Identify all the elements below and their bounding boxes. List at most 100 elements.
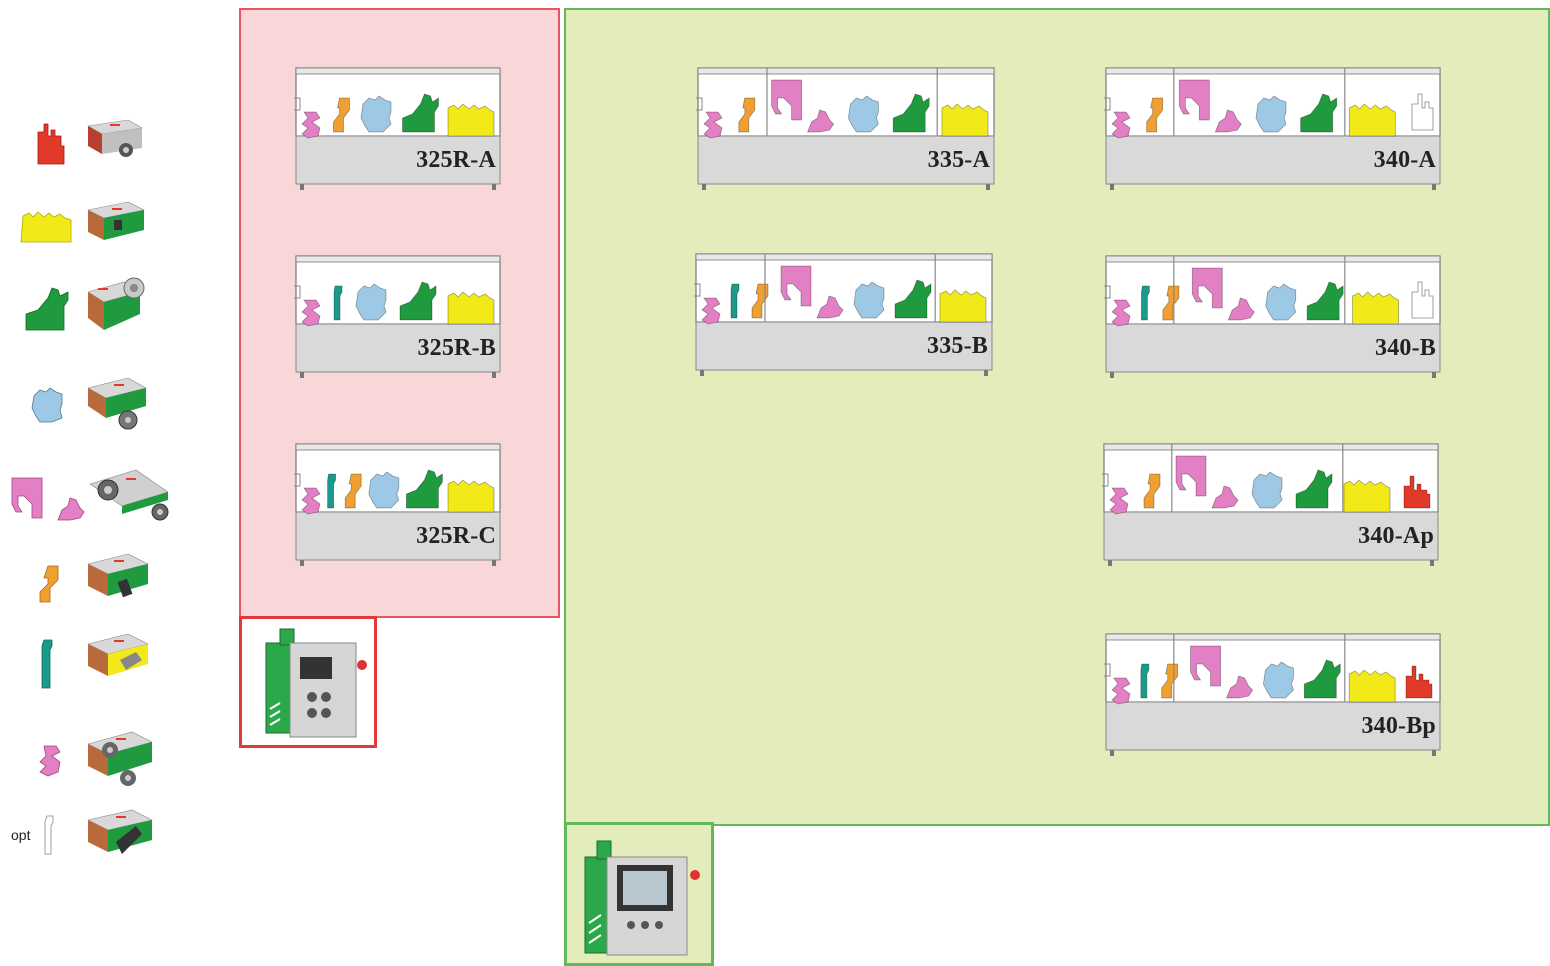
- unit-fine-icon: [1265, 283, 1297, 321]
- machine-top-rail: [697, 67, 995, 75]
- machine-infeed: [696, 97, 703, 111]
- unit-end-icon: [1405, 665, 1433, 699]
- unit-corner-icon: [894, 279, 932, 319]
- unit-buff-icon: [1140, 663, 1150, 699]
- buffing-icon: [41, 639, 53, 689]
- machine-label: 340-Ap: [1358, 523, 1434, 549]
- machine-325R-C: 325R-C: [292, 440, 504, 568]
- machine-top-rail: [295, 443, 501, 451]
- optional-unit-icon: [44, 815, 54, 855]
- unit-fine-icon: [1255, 95, 1287, 133]
- machine-foot: [300, 184, 304, 190]
- machine-foot: [300, 560, 304, 566]
- machine-label: 325R-B: [417, 335, 496, 361]
- legend-row-edge-glue: [0, 192, 200, 272]
- unit-profile-icon: [780, 265, 844, 319]
- machine-foot: [492, 372, 496, 378]
- glue-unit-icon: [20, 211, 72, 243]
- opt-label: opt: [11, 827, 31, 843]
- unit-profile-icon: [1191, 267, 1255, 321]
- machine-foot: [1110, 750, 1114, 756]
- unit-profile-icon: [1178, 79, 1242, 133]
- machine-foot: [1432, 750, 1436, 756]
- unit-corner-icon: [399, 281, 437, 321]
- unit-s-icon: [301, 299, 321, 327]
- machine-335-B-graphic: [694, 253, 993, 376]
- machine-foot: [1432, 184, 1436, 190]
- edge-scraper-icon: [39, 745, 61, 777]
- unit-s-icon: [1111, 677, 1131, 705]
- machine-base: [697, 135, 995, 185]
- unit-profile-icon: [771, 79, 835, 133]
- machine-top-rail: [1103, 443, 1439, 451]
- glue-unit-render-icon: [87, 201, 145, 240]
- end-trimming-render-icon: [87, 119, 143, 157]
- machine-325R-B: 325R-B: [292, 252, 504, 380]
- unit-glue-icon: [1348, 103, 1396, 137]
- machine-335-A-graphic: [696, 67, 995, 190]
- machine-foot: [1432, 372, 1436, 378]
- machine-foot: [1110, 372, 1114, 378]
- glue-scraper-icon: [39, 565, 59, 603]
- control-panel-335-340: [564, 822, 714, 966]
- machine-325R-C-graphic: [294, 443, 501, 566]
- machine-top-rail: [695, 253, 993, 261]
- fine-trimming-icon: [31, 387, 63, 423]
- profile-scraper-render-icon: [89, 469, 169, 521]
- unit-buff-icon: [1141, 285, 1150, 321]
- unit-fine-icon: [360, 95, 392, 133]
- unit-corner-icon: [402, 93, 439, 133]
- unit-glue-icon: [1343, 479, 1391, 513]
- unit-glue-icon: [447, 291, 495, 325]
- machine-top-rail: [1105, 633, 1441, 641]
- unit-fine-icon: [1251, 471, 1283, 509]
- machine-label: 335-B: [927, 333, 988, 359]
- machine-335-A: 335-A: [694, 64, 998, 192]
- unit-corner-icon: [1295, 469, 1333, 509]
- machine-325R-A: 325R-A: [292, 64, 504, 192]
- unit-glue-icon: [447, 479, 495, 513]
- unit-g-icon: [333, 97, 350, 133]
- machine-top-rail: [1105, 67, 1441, 75]
- machine-infeed: [1104, 97, 1111, 111]
- unit-s-icon: [1109, 487, 1129, 515]
- unit-fine-icon: [355, 283, 387, 321]
- machine-foot: [492, 184, 496, 190]
- machine-foot: [702, 184, 706, 190]
- unit-g-icon: [1162, 285, 1180, 321]
- unit-profile-icon: [1190, 645, 1254, 699]
- machine-infeed: [294, 473, 301, 487]
- machine-foot: [1430, 560, 1434, 566]
- machine-340-Ap: 340-Ap: [1100, 440, 1442, 568]
- legend-row-corner-rounding: [0, 274, 200, 354]
- profile-scraper-icon: [11, 477, 85, 521]
- machine-base: [295, 323, 501, 373]
- legend-row-profile-scraper: [0, 462, 200, 542]
- machine-label: 335-A: [927, 147, 990, 173]
- machine-infeed: [1104, 285, 1111, 299]
- machine-325R-A-graphic: [294, 67, 501, 190]
- legend-row-glue-scraper: [0, 548, 200, 628]
- unit-glue-icon: [941, 103, 989, 137]
- unit-s-icon: [1111, 111, 1131, 139]
- machine-340-Bp: 340-Bp: [1102, 630, 1444, 758]
- buffing-render-icon: [87, 633, 149, 676]
- control-panel-icon: [265, 628, 367, 738]
- edge-scraper-render-icon: [87, 731, 153, 786]
- unit-corner-icon: [1306, 281, 1344, 321]
- unit-glue-icon: [1348, 669, 1396, 703]
- unit-fine-icon: [368, 471, 400, 509]
- unit-glue-icon: [1352, 291, 1399, 325]
- machine-foot: [700, 370, 704, 376]
- unit-corner-icon: [406, 469, 443, 509]
- unit-s-icon: [301, 111, 321, 139]
- machine-infeed: [694, 283, 701, 297]
- machine-base: [1105, 323, 1441, 373]
- unit-opt-icon: [1411, 281, 1434, 319]
- machine-label: 340-A: [1373, 147, 1436, 173]
- machine-foot: [1108, 560, 1112, 566]
- unit-fine-icon: [847, 95, 879, 133]
- legend-row-end-trimming: [0, 110, 200, 190]
- unit-s-icon: [301, 487, 321, 515]
- optional-unit-render-icon: [87, 809, 153, 854]
